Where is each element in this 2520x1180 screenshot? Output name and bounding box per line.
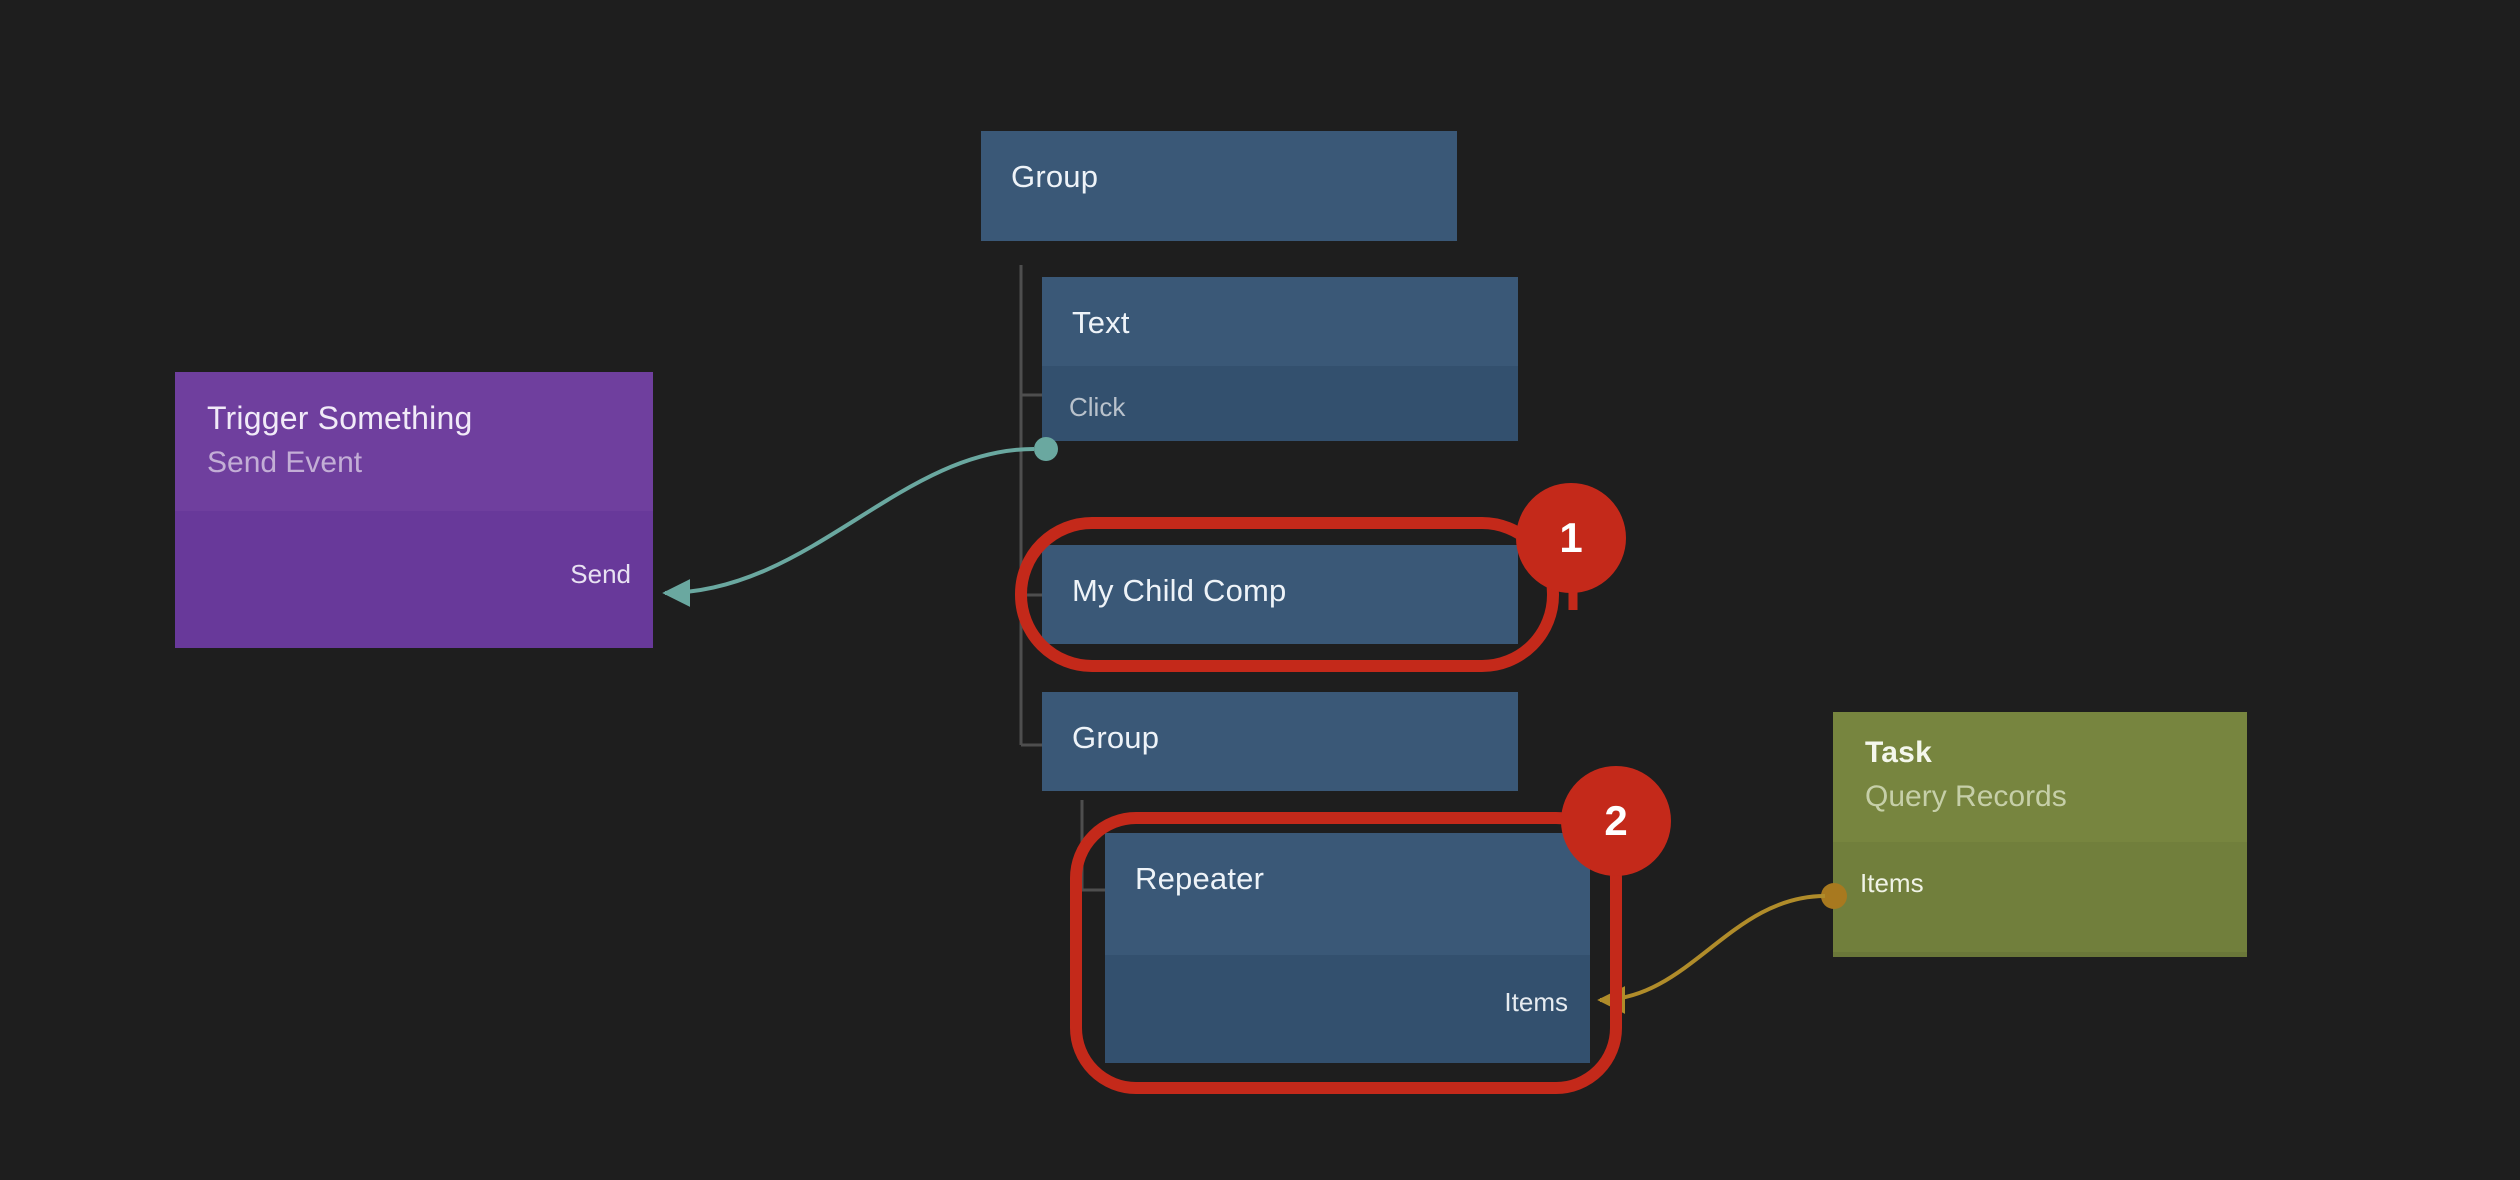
- node-title: Repeater: [1135, 861, 1265, 896]
- node-header: Trigger Something Send Event: [175, 372, 653, 511]
- annotation-badge-label: 1: [1559, 514, 1583, 561]
- node-group-root[interactable]: Group: [981, 131, 1457, 241]
- port-label-send[interactable]: Send: [570, 559, 631, 589]
- node-my-child-comp[interactable]: My Child Comp: [1042, 545, 1518, 644]
- node-body: Items: [1833, 842, 2247, 957]
- annotation-badge-2: 2: [1561, 766, 1671, 876]
- node-header: Group: [1042, 692, 1518, 791]
- node-header: Repeater: [1105, 833, 1590, 955]
- node-body: Send: [175, 511, 653, 648]
- link-click-to-send: [662, 447, 1035, 607]
- node-title: Group: [1072, 720, 1160, 755]
- node-title: Task: [1865, 736, 1932, 769]
- node-task[interactable]: Task Query Records Items: [1833, 712, 2247, 957]
- node-header: My Child Comp: [1042, 545, 1518, 644]
- node-repeater[interactable]: Repeater Items: [1105, 833, 1590, 1063]
- node-trigger-something[interactable]: Trigger Something Send Event Send: [175, 372, 653, 648]
- node-title: Text: [1072, 305, 1130, 340]
- node-subtitle: Query Records: [1865, 780, 2067, 813]
- node-header: Task Query Records: [1833, 712, 2247, 842]
- node-title: Group: [1011, 159, 1099, 194]
- node-header: Text: [1042, 277, 1518, 366]
- port-dot-task-items[interactable]: [1821, 883, 1847, 909]
- link-task-items-to-repeater-items: [1597, 894, 1826, 1014]
- annotation-badge-1: 1: [1516, 483, 1626, 593]
- port-label-items[interactable]: Items: [1860, 868, 1924, 898]
- node-body: Click: [1042, 366, 1518, 441]
- node-header: Group: [981, 131, 1457, 241]
- port-dot-click[interactable]: [1034, 437, 1058, 461]
- annotation-badge-label: 2: [1604, 797, 1628, 844]
- port-label-click[interactable]: Click: [1069, 392, 1126, 422]
- node-group-child[interactable]: Group: [1042, 692, 1518, 791]
- node-title: My Child Comp: [1072, 573, 1287, 608]
- node-subtitle: Send Event: [207, 446, 363, 479]
- node-body: Items: [1105, 955, 1590, 1063]
- node-title: Trigger Something: [207, 400, 473, 436]
- node-text[interactable]: Text Click: [1042, 277, 1518, 441]
- port-label-items[interactable]: Items: [1504, 987, 1568, 1017]
